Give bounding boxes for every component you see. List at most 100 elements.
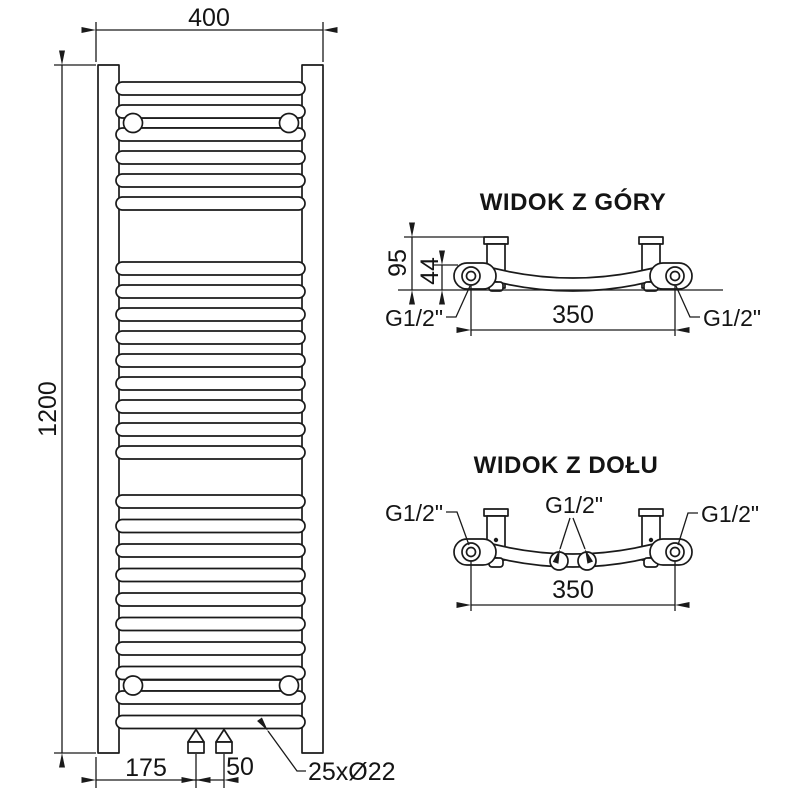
radiator-rung (115, 665, 306, 681)
dim-depth: 95 (384, 222, 484, 305)
thread-label-left: G1/2" (385, 500, 470, 546)
set-screw-dot (648, 537, 654, 543)
collector-end-cap (483, 508, 509, 517)
thread-size-label: G1/2" (385, 305, 443, 331)
connection-circle (665, 266, 685, 286)
front-view: 400 1200 (34, 4, 396, 788)
valve-body (187, 741, 205, 754)
radiator-rung (115, 445, 306, 460)
radiator-rung (115, 641, 306, 656)
radiator-rung (115, 353, 306, 368)
leader-line (257, 717, 306, 772)
bracket-circle (278, 675, 300, 696)
radiator-rung (115, 330, 306, 345)
connection-circle-inner (465, 546, 477, 558)
dim-left-offset-label: 175 (125, 754, 167, 782)
mounting-bracket-left (453, 262, 497, 290)
top-view-title: WIDOK Z GÓRY (480, 188, 666, 216)
thread-size-label: G1/2" (703, 305, 761, 331)
leader-line (446, 511, 470, 546)
curved-rail-back-edge (477, 539, 669, 555)
thread-size-label: G1/2" (701, 501, 759, 527)
dim-connection-spacing-label: 350 (552, 301, 594, 329)
valve-cone (215, 728, 233, 743)
radiator-rung (115, 376, 306, 391)
tube-count-annotation: 25xØ22 (257, 717, 396, 786)
leader-line (677, 512, 698, 546)
connection-circle (461, 266, 481, 286)
thread-label-right: G1/2" (677, 501, 759, 546)
dim-connection-spacing-bottom: 350 (456, 561, 690, 611)
radiator-rungs (115, 81, 306, 730)
valve-connection-left (187, 728, 205, 754)
set-screw-dot (493, 537, 499, 543)
valve-cone (187, 728, 205, 743)
radiator-rung (115, 173, 306, 188)
thread-label-left: G1/2" (385, 285, 471, 331)
connection-circle (665, 542, 685, 562)
collector-end-cap (638, 236, 664, 245)
radiator-rung (115, 399, 306, 414)
top-view: WIDOK Z GÓRY (384, 188, 761, 336)
dim-connection-spacing-top: 350 (456, 285, 690, 336)
radiator-rung (115, 518, 306, 534)
connection-circle-inner (669, 546, 681, 558)
bracket-circle (122, 675, 144, 696)
radiator-rung (115, 494, 306, 509)
radiator-rung (115, 714, 306, 730)
bottom-view: WIDOK Z DOŁU (385, 452, 759, 611)
collector-end-cap (483, 236, 509, 245)
dim-offset: 44 (416, 250, 458, 305)
dim-width: 400 (81, 4, 338, 62)
radiator-rung (115, 616, 306, 632)
curved-rail-fill (478, 540, 668, 567)
radiator-rung (115, 422, 306, 437)
dim-connection-spacing-label: 350 (552, 576, 594, 604)
dim-offset-label: 44 (416, 257, 444, 285)
radiator-rung (115, 543, 306, 558)
radiator-rung (115, 690, 306, 705)
collector-end-cap (638, 508, 664, 517)
dim-depth-label: 95 (384, 249, 412, 277)
dim-width-label: 400 (188, 4, 230, 32)
bottom-view-title: WIDOK Z DOŁU (474, 452, 659, 479)
radiator-rung (115, 307, 306, 322)
bracket-circle (122, 112, 144, 134)
radiator-rung (115, 104, 306, 119)
radiator-rung (115, 127, 306, 142)
radiator-body (97, 64, 324, 754)
thread-label-right: G1/2" (675, 285, 761, 331)
connection-circle (461, 542, 481, 562)
dim-bottom-connections: 175 50 (81, 753, 254, 788)
leader-line (446, 285, 471, 318)
dim-height: 1200 (34, 50, 96, 768)
leader-line (572, 517, 594, 564)
leader-line (552, 517, 571, 564)
dim-valve-spacing-label: 50 (226, 753, 254, 781)
center-connection-circle (577, 551, 597, 571)
radiator-rung (115, 196, 306, 211)
connection-circle-inner (669, 270, 681, 282)
mounting-bracket-right (649, 262, 693, 290)
radiator-rung (115, 567, 306, 583)
wall-bracket-bar-bottom (132, 679, 290, 692)
valve-body (215, 741, 233, 754)
valve-connection-right (215, 728, 233, 754)
thread-size-label: G1/2" (545, 492, 603, 518)
mounting-bracket-right (649, 538, 693, 566)
radiator-rung (115, 592, 306, 607)
radiator-rung (115, 261, 306, 276)
bracket-circle (278, 112, 300, 134)
leader-line (675, 285, 700, 318)
top-view-drawing (453, 236, 693, 292)
curved-rail-fill (478, 264, 668, 291)
curved-rail-back-edge (477, 263, 669, 279)
mounting-bracket-left (453, 538, 497, 566)
wall-bracket-bar-top (132, 117, 290, 129)
dim-height-label: 1200 (34, 381, 62, 437)
connection-circle-inner (465, 270, 477, 282)
tube-count-label: 25xØ22 (308, 758, 396, 786)
radiator-rung (115, 81, 306, 96)
